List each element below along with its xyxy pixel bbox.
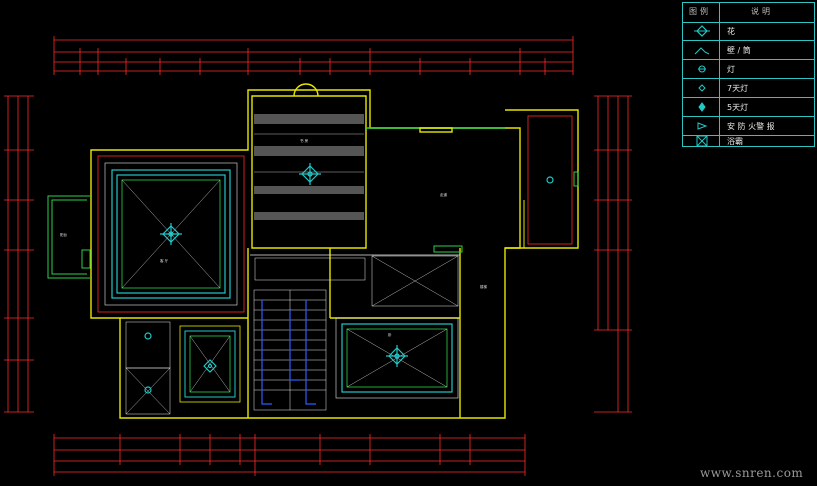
- living-ornament-icon: [160, 223, 182, 245]
- legend-header-desc: 说明: [751, 7, 773, 16]
- legend-row: 花: [683, 22, 814, 41]
- legend-divider: [719, 3, 720, 146]
- legend-label: 灯: [727, 65, 735, 74]
- legend-row: 7天灯: [683, 79, 814, 98]
- legend-row: 5天灯: [683, 98, 814, 117]
- legend-row: 安 防 火警 报: [683, 117, 814, 136]
- small-rooms: [125, 321, 241, 415]
- vent-icon: [696, 135, 708, 147]
- lamp-icon: [698, 65, 706, 73]
- study-label: 书 房: [300, 138, 309, 143]
- legend-label: 安 防 火警 报: [727, 122, 775, 131]
- watermark: www.snren.com: [700, 466, 804, 480]
- right-room: [523, 115, 579, 248]
- legend-row: 浴霸: [683, 135, 814, 147]
- middle-rooms: [254, 245, 463, 307]
- legend-row: 灯: [683, 60, 814, 79]
- legend-table: 图例 说明 花 壁 / 筒 灯 7天灯 5天灯: [682, 2, 815, 147]
- stair-label: 楼梯: [480, 284, 488, 289]
- legend-label: 花: [727, 27, 735, 36]
- ornament-icon: [694, 25, 710, 37]
- small-ornament-icon: [203, 359, 217, 373]
- staircase: [253, 289, 327, 411]
- legend-label: 浴霸: [727, 137, 743, 146]
- balcony-label: 阳台: [60, 232, 67, 237]
- bedroom-label: 卧: [388, 332, 392, 337]
- dimension-lines: [4, 36, 632, 476]
- legend-label: 壁 / 筒: [727, 46, 751, 55]
- legend-header-symbol: 图例: [689, 7, 711, 16]
- living-ceiling: [97, 155, 245, 313]
- corridor-ornament-icon: [299, 163, 321, 185]
- legend-label: 7天灯: [727, 84, 749, 93]
- legend-row: 壁 / 筒: [683, 41, 814, 60]
- corridor-label: 走道: [440, 192, 448, 197]
- balcony-left: [47, 195, 91, 279]
- bedroom-ornament-icon: [386, 345, 408, 367]
- right-room-lamp-icon: [546, 176, 554, 184]
- legend-label: 5天灯: [727, 103, 749, 112]
- small-room-lamp-icon-2: [144, 386, 152, 394]
- legend-header: 图例 说明: [683, 3, 814, 23]
- wall-light-icon: [694, 47, 710, 55]
- living-label: 客 厅: [160, 258, 169, 263]
- room-labels: 客 厅 书 房 卧 走道 楼梯 阳台: [60, 138, 488, 337]
- fire-alarm-icon: [697, 122, 708, 130]
- spotlight-7-icon: [698, 84, 706, 92]
- spotlight-5-icon: [698, 102, 706, 112]
- small-room-lamp-icon: [144, 332, 152, 340]
- fixtures: [144, 163, 554, 394]
